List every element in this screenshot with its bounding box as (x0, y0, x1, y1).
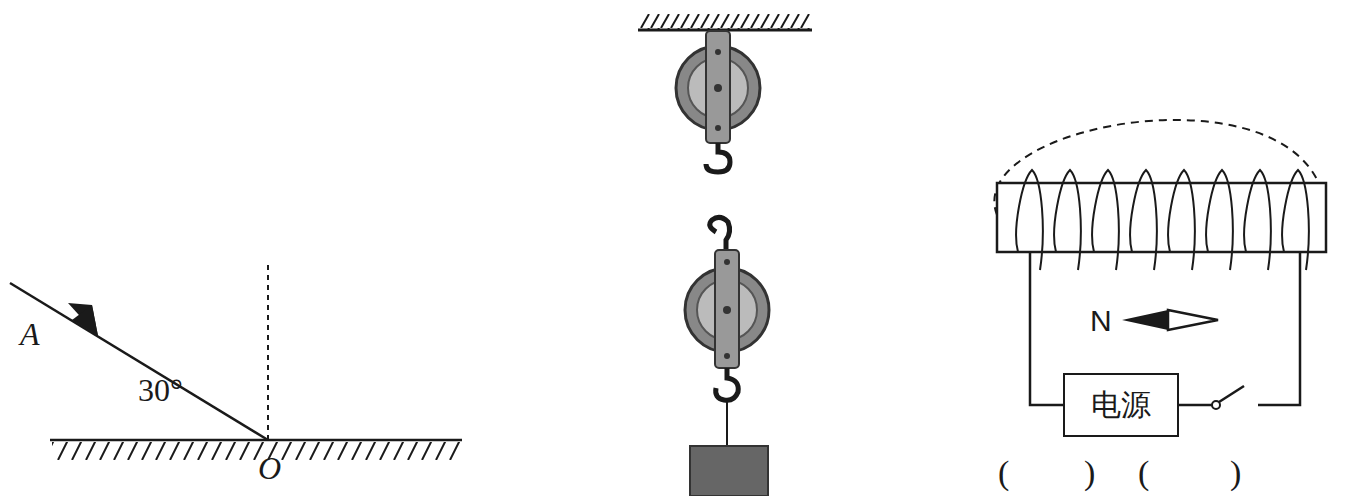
coil-turn (1206, 170, 1233, 270)
power-source-box: 电源 (1063, 373, 1179, 437)
coil-turn (1282, 170, 1309, 270)
node-text: 电源 (1091, 385, 1151, 426)
coil-turn (1130, 170, 1157, 270)
answer-bracket: ) (1230, 456, 1241, 490)
answer-bracket: ( (998, 456, 1009, 490)
pulley-figure (638, 14, 812, 496)
coil-turn (1092, 170, 1119, 270)
point-label: A (20, 318, 40, 350)
coil-windings (1016, 170, 1309, 270)
answer-bracket: ( (1138, 456, 1149, 490)
coil-turn (1244, 170, 1271, 270)
coil-turn (1168, 170, 1195, 270)
angle-label: 30° (138, 374, 183, 406)
answer-bracket: ) (1084, 456, 1095, 490)
coil-turn (1054, 170, 1081, 270)
needle-south (1168, 310, 1218, 330)
solenoid-figure (994, 120, 1326, 409)
pole-label: N (1090, 306, 1112, 336)
reflection-figure (10, 265, 462, 460)
needle-north (1122, 310, 1168, 330)
point-label: O (258, 452, 281, 484)
